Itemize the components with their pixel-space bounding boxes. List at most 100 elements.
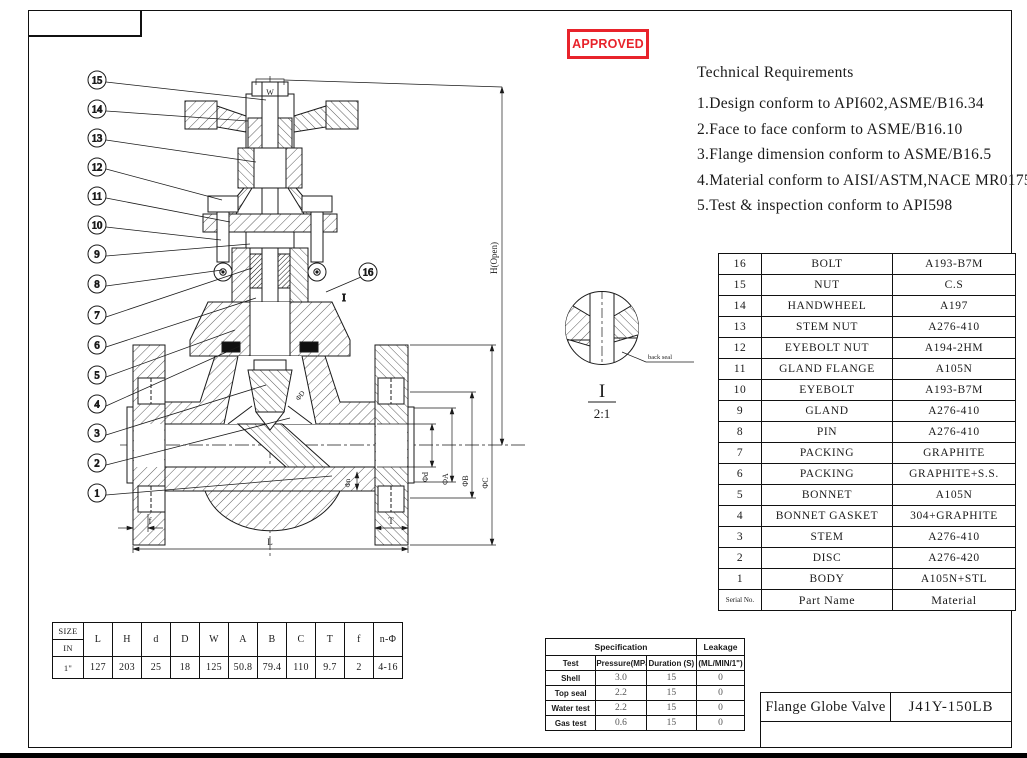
gland	[245, 231, 295, 249]
part-name-header: Part Name	[761, 589, 893, 611]
callout-8: 8	[94, 280, 99, 291]
callout-14: 14	[92, 105, 103, 116]
duration-col-header: Duration (S)	[645, 655, 698, 671]
table-row: Top seal 2.2 15 0	[544, 685, 745, 701]
dim-t-label: T	[388, 516, 394, 526]
technical-requirements: Technical Requirements 1.Design conform …	[697, 64, 1027, 219]
title-block: Flange Globe Valve J41Y-150LB	[760, 692, 1012, 748]
flange-left	[126, 344, 166, 546]
bonnet-gasket-left	[221, 341, 241, 353]
callout-1: 1	[94, 489, 99, 500]
detail-label: I	[599, 381, 605, 402]
sheet-bottom-edge	[0, 753, 1027, 758]
callout-12: 12	[92, 163, 103, 174]
dimensions	[118, 78, 505, 553]
detail-scale: 2:1	[594, 406, 611, 421]
packing-left	[249, 253, 263, 289]
dim-w-label: W	[266, 88, 274, 97]
disc	[227, 359, 313, 431]
eyebolt-nut-left	[207, 195, 239, 213]
requirement-item: 5.Test & inspection conform to API598	[697, 197, 953, 214]
callout-balloons: 15 14 13 12 11 10 9 8 7 6 5 4 3 2 1 16 I	[87, 70, 378, 503]
size-header: SIZE	[52, 622, 84, 640]
raised-face-right	[407, 406, 415, 484]
callout-3: 3	[94, 429, 99, 440]
eyebolt-nut-right	[301, 195, 333, 213]
callout-16: 16	[363, 268, 374, 279]
callout-13: 13	[92, 134, 103, 145]
detail-view: back seal I 2:1	[565, 291, 694, 421]
callout-7: 7	[94, 311, 99, 322]
dim-bore-label: Φd	[421, 472, 430, 482]
callout-9: 9	[94, 250, 99, 261]
dim-a-label: ΦA	[441, 473, 450, 485]
table-row: Shell 3.0 15 0	[544, 670, 745, 686]
test-col-header: Test	[544, 655, 597, 671]
dim-c-label: ΦC	[481, 477, 490, 488]
callout-5: 5	[94, 371, 99, 382]
approved-stamp: APPROVED	[567, 29, 649, 59]
requirement-item: 3.Flange dimension conform to ASME/B16.5	[697, 146, 992, 163]
callout-4: 4	[94, 400, 100, 411]
callout-15: 15	[92, 76, 103, 87]
stem-nut	[237, 147, 303, 189]
size-table-value-row: 1" 127 203 25 18 125 50.8 79.4 110 9.7 2…	[52, 656, 403, 679]
spec-header-row: Specification Leakage	[545, 638, 745, 656]
flange-right	[374, 344, 415, 546]
dim-n-label: Φn	[344, 478, 352, 487]
test-specification-table: Specification Leakage Test Pressure(MPa)…	[544, 638, 745, 731]
dim-b-label: ΦB	[461, 475, 470, 486]
dim-f-label: f	[149, 516, 152, 526]
raised-face-left	[126, 406, 134, 484]
parts-table-header-row: Serial No. Part Name Material	[718, 589, 1016, 611]
body-partition	[236, 423, 332, 468]
material-header: Material	[892, 589, 1016, 611]
technical-requirements-title: Technical Requirements	[697, 64, 854, 81]
revision-corner-box	[28, 10, 142, 37]
spec-subheader-row: Test Pressure(MPa) Duration (S) (ML/MIN/…	[544, 655, 745, 671]
unit-header: IN	[52, 639, 84, 657]
requirement-item: 2.Face to face conform to ASME/B16.10	[697, 120, 963, 138]
detail-region-ref: I	[342, 292, 346, 304]
approved-stamp-label: APPROVED	[572, 37, 644, 51]
dim-l-label: L	[267, 537, 273, 547]
callout-11: 11	[92, 192, 102, 203]
size-dimension-table: SIZE L H d D W A B C T f n-Φ IN 1" 127 2…	[52, 622, 403, 679]
requirement-item: 1.Design conform to API602,ASME/B16.34	[697, 95, 984, 112]
table-row: Gas test 0.6 15 0	[544, 715, 745, 731]
bonnet-gasket-right	[299, 341, 319, 353]
pressure-col-header: Pressure(MPa)	[595, 655, 647, 671]
callout-2: 2	[94, 459, 99, 470]
leakage-header: Leakage	[696, 638, 745, 656]
packing-right	[277, 253, 291, 289]
specification-header: Specification	[545, 638, 697, 656]
serial-no-header: Serial No.	[718, 589, 762, 611]
size-value: 1"	[52, 656, 84, 679]
back-seal-label: back seal	[648, 354, 672, 361]
leakage-unit-header: (ML/MIN/1")	[696, 655, 745, 671]
model-number: J41Y-150LB	[908, 698, 994, 715]
bonnet	[189, 301, 351, 357]
dim-h-label: H(Open)	[489, 242, 499, 274]
product-name: Flange Globe Valve	[761, 693, 891, 721]
callout-6: 6	[94, 341, 99, 352]
